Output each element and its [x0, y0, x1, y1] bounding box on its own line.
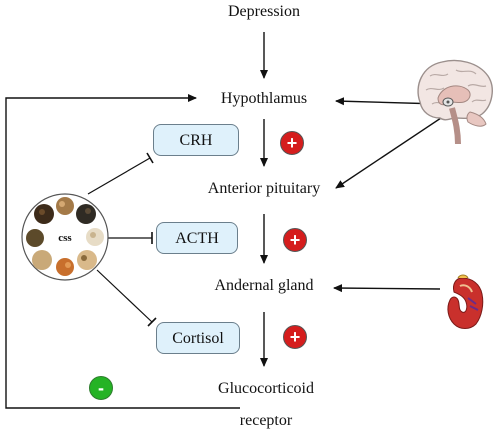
arrow-brain-to-pituitary — [335, 113, 448, 189]
kidney-icon — [447, 274, 484, 329]
herb-collection-icon — [21, 193, 109, 281]
node-anterior-pituitary: Anterior pituitary — [207, 180, 321, 197]
inhibit-css-to-crh — [87, 157, 151, 195]
node-receptor: receptor — [239, 412, 293, 429]
minus-sign-icon: - — [89, 376, 113, 400]
plus-sign-icon: + — [283, 325, 307, 349]
node-hypothalamus: Hypothlamus — [220, 90, 308, 107]
plus-sign-icon: + — [280, 131, 304, 155]
brain-icon — [417, 59, 493, 145]
node-adrenal-gland: Andernal gland — [214, 277, 314, 294]
inhibit-css-to-crh-bar — [146, 152, 154, 164]
inhibit-css-to-cortisol-bar — [147, 317, 157, 327]
hormone-cortisol: Cortisol — [156, 322, 240, 354]
inhibit-css-to-cortisol — [96, 269, 153, 323]
arrow-kidney-to-adrenal — [333, 284, 441, 293]
hormone-crh: CRH — [153, 124, 239, 156]
plus-sign-icon: + — [283, 228, 307, 252]
hormone-acth: ACTH — [156, 222, 238, 254]
herb-label: CSS — [58, 232, 72, 244]
node-glucocorticoid: Glucocorticoid — [218, 380, 314, 397]
node-depression: Depression — [228, 3, 300, 20]
feedback-loop-line — [5, 94, 240, 409]
